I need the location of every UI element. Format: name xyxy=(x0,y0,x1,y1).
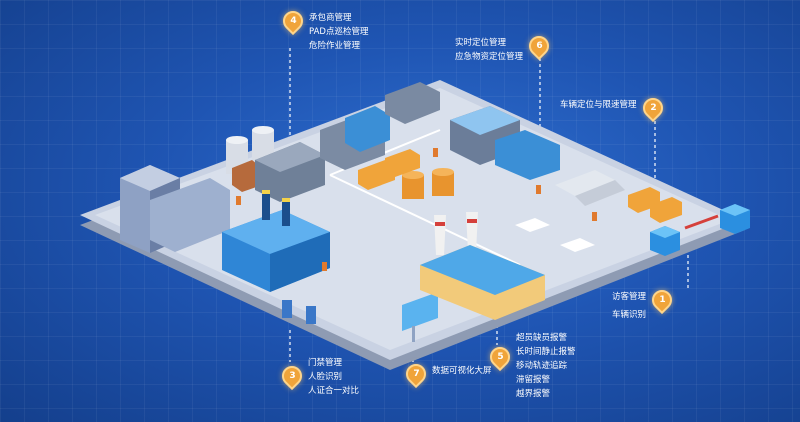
marker-pin-icon: 3 xyxy=(277,361,307,391)
office-shed xyxy=(420,245,545,320)
callout-label: 车辆识别 xyxy=(612,310,647,320)
gate-cubes xyxy=(650,204,750,256)
lift-vehicles xyxy=(515,218,595,252)
callout-6: 6 实时定位管理 应急物资定位管理 xyxy=(455,31,554,62)
callout-5: 5 超员缺员报警 长时间静止报警 移动轨迹追踪 滞留报警 越界报警 xyxy=(485,333,576,399)
callout-label: 访客管理 xyxy=(612,292,647,302)
warehouse-cluster xyxy=(255,82,440,202)
display-board xyxy=(402,292,438,342)
callout-label: 车辆定位与限速管理 xyxy=(560,100,637,110)
callout-2: 2 车辆定位与限速管理 xyxy=(560,93,667,123)
central-depot xyxy=(450,106,560,180)
office-building xyxy=(120,165,230,253)
callout-label: 人证合一对比 xyxy=(308,386,360,396)
callout-label: 超员缺员报警 xyxy=(516,333,568,343)
callout-label: 实时定位管理 xyxy=(455,38,507,48)
workers xyxy=(236,148,597,271)
callout-7: 7 数据可视化大屏 xyxy=(401,359,492,389)
callout-label: 移动轨迹追踪 xyxy=(516,361,568,371)
callout-label: 应急物资定位管理 xyxy=(455,52,524,62)
callout-label: 人脸识别 xyxy=(308,372,343,382)
cooling-towers xyxy=(434,212,478,255)
callout-label: 门禁管理 xyxy=(308,358,343,368)
callout-label: 滞留报警 xyxy=(516,375,551,385)
callout-3: 3 门禁管理 人脸识别 人证合一对比 xyxy=(277,358,360,396)
orange-tanks xyxy=(402,168,454,199)
callout-4: 4 承包商管理 PAD点巡检管理 危险作业管理 xyxy=(278,6,369,51)
entrance-gate xyxy=(282,300,316,324)
trucks xyxy=(358,149,682,223)
callout-label: 承包商管理 xyxy=(309,13,352,23)
callout-label: PAD点巡检管理 xyxy=(309,27,369,37)
callout-label: 长时间静止报警 xyxy=(516,347,576,357)
callout-label: 越界报警 xyxy=(516,389,551,399)
brick-building xyxy=(232,160,262,192)
blue-factory xyxy=(222,190,330,292)
pipe-cylinders xyxy=(555,170,625,206)
callout-label: 数据可视化大屏 xyxy=(432,366,492,376)
callout-label: 危险作业管理 xyxy=(309,41,361,51)
callout-1: 1 访客管理 车辆识别 xyxy=(612,285,677,320)
road-line xyxy=(329,174,521,266)
marker-pin-icon: 5 xyxy=(485,342,515,372)
